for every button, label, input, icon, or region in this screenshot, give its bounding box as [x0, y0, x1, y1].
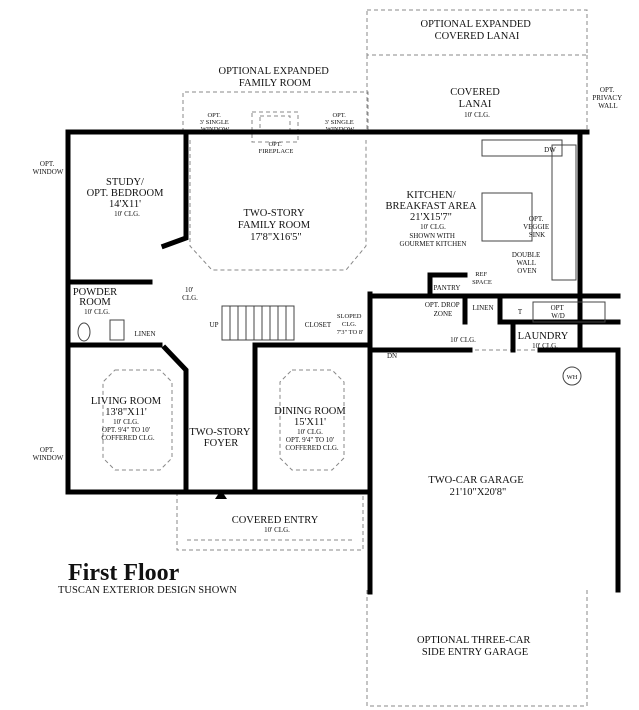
opt-expanded-lanai-label: OPTIONAL EXPANDED COVERED LANAI — [421, 19, 534, 42]
covered-lanai-label: COVERED LANAI 10' CLG. — [450, 82, 504, 119]
double-oven-label: DOUBLE WALL OVEN — [512, 251, 542, 275]
powder-room-label: POWDER ROOM 10' CLG. — [73, 282, 121, 316]
opt-expanded-family-label: OPTIONAL EXPANDED FAMILY ROOM — [219, 66, 332, 89]
garage-label: TWO-CAR GARAGE 21'10"X20'8" — [428, 470, 527, 498]
opt-window-living-label: OPT. WINDOW — [33, 446, 64, 462]
closet-label: CLOSET — [305, 321, 332, 329]
living-room-label: LIVING ROOM 13'8"X11' 10' CLG. OPT. 9'4"… — [91, 391, 165, 442]
pantry-label: PANTRY — [434, 284, 461, 292]
stairs-down-label: DN — [387, 352, 397, 360]
opt-window-study-label: OPT. WINDOW — [33, 160, 64, 176]
toilet-label: T — [518, 308, 523, 316]
linen-right-label: LINEN — [473, 304, 494, 312]
fixtures — [77, 139, 606, 386]
opt-wd-label: OPT W/D — [551, 304, 566, 320]
opt-drop-zone-label: OPT. DROP ZONE — [425, 301, 461, 318]
linen-left-label: LINEN — [135, 330, 156, 338]
opt-three-car-garage-label: OPTIONAL THREE-CAR SIDE ENTRY GARAGE — [417, 635, 533, 658]
floor-title: First Floor — [68, 560, 180, 586]
opt-privacy-wall-label: OPT. PRIVACY WALL — [592, 86, 623, 110]
foyer-label: TWO-STORY FOYER — [189, 427, 252, 449]
sloped-ceiling-label: SLOPED CLG. 7'3" TO 8' — [337, 313, 363, 336]
opt-window-left-label: OPT. 3' SINGLE WINDOW — [200, 112, 231, 133]
study-label: STUDY/ OPT. BEDROOM 14'X11' 10' CLG. — [87, 172, 168, 218]
dining-room-label: DINING ROOM 15'X11' 10' CLG. OPT. 9'4" T… — [274, 401, 349, 452]
mudroom-ceiling-label: 10' CLG. — [450, 336, 476, 344]
covered-entry-label: COVERED ENTRY 10' CLG. — [232, 510, 323, 534]
ref-space-label: REF SPACE — [472, 271, 492, 286]
laundry-label: LAUNDRY 10' CLG. — [518, 326, 573, 350]
opt-window-right-label: OPT. 3' SINGLE WINDOW — [325, 112, 356, 133]
dishwasher-label: DW — [544, 146, 556, 154]
floor-subtitle: TUSCAN EXTERIOR DESIGN SHOWN — [58, 585, 237, 596]
walls — [65, 129, 621, 595]
veggie-sink-label: OPT. VEGGIE SINK — [523, 215, 551, 239]
hall-ceiling-label: 10' CLG. — [182, 286, 198, 302]
family-room-label: TWO-STORY FAMILY ROOM 17'8"X16'5" — [238, 203, 314, 243]
entry-arrow-icon — [215, 490, 227, 499]
water-heater-label: WH — [567, 374, 578, 381]
stairs-up-label: UP — [210, 321, 219, 329]
gourmet-kitchen-label: SHOWN WITH GOURMET KITCHEN — [400, 232, 467, 248]
kitchen-label: KITCHEN/ BREAKFAST AREA 21'X15'7" 10' CL… — [386, 185, 481, 231]
optional-outlines — [102, 9, 620, 707]
opt-fireplace-label: OPT. FIREPLACE — [259, 141, 294, 155]
